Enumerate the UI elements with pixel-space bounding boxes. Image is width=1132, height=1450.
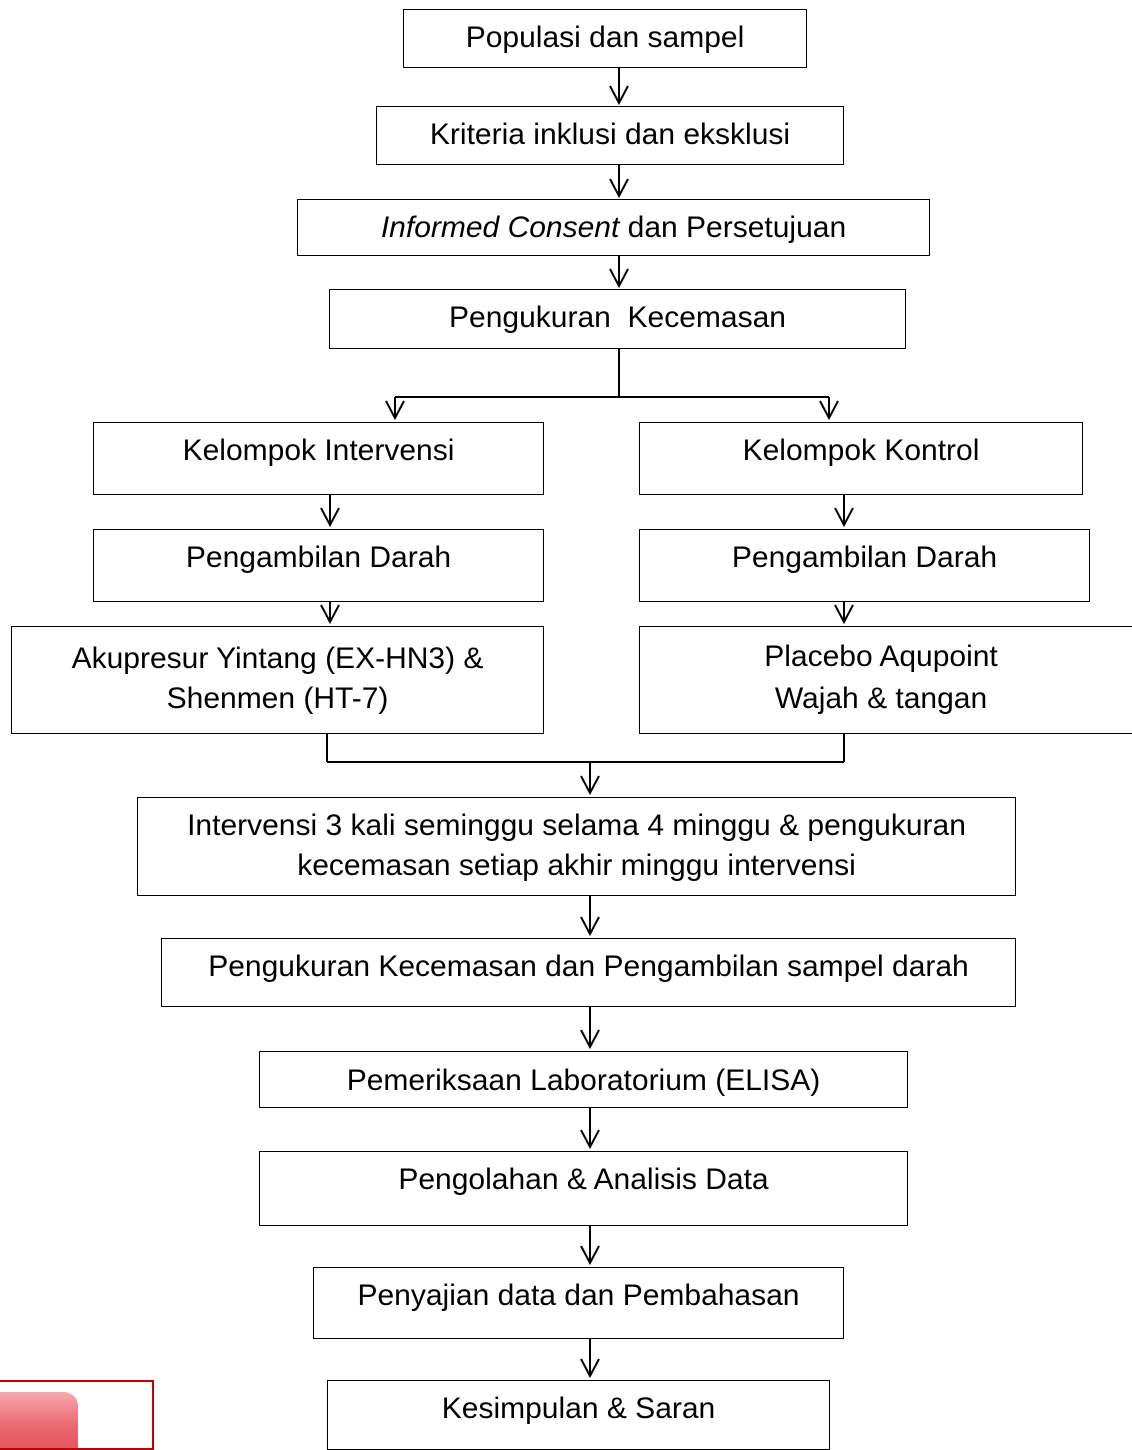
- arrow-head: [580, 916, 600, 937]
- box-darah-kontrol: Pengambilan Darah: [639, 529, 1090, 602]
- box-pengukuran-awal: Pengukuran Kecemasan: [329, 289, 906, 349]
- box-placebo: Placebo Aqupoint Wajah & tangan: [639, 626, 1132, 734]
- text-populasi: Populasi dan sampel: [465, 21, 745, 54]
- arrow-head: [834, 507, 854, 528]
- arrow-head: [385, 400, 405, 421]
- box-darah-intervensi: Pengambilan Darah: [93, 529, 544, 602]
- text-informed-italic: Informed Consent: [380, 211, 620, 244]
- red-object-shape: [0, 1392, 78, 1448]
- arrow-head: [580, 1129, 600, 1150]
- box-kriteria: Kriteria inklusi dan eksklusi: [376, 106, 844, 165]
- arrow-head: [609, 178, 629, 199]
- box-informed-consent: Informed Consent dan Persetujuan: [297, 199, 930, 256]
- embedded-red-object: [0, 1380, 154, 1450]
- text-kelompok-kontrol: Kelompok Kontrol: [742, 434, 980, 467]
- arrow-head: [819, 400, 839, 421]
- arrow-head: [580, 1245, 600, 1266]
- text-kriteria: Kriteria inklusi dan eksklusi: [429, 118, 791, 151]
- box-kelompok-intervensi: Kelompok Intervensi: [93, 422, 544, 495]
- box-populasi: Populasi dan sampel: [403, 9, 807, 68]
- text-placebo-line1: Placebo Aqupoint: [764, 640, 998, 673]
- box-laboratorium: Pemeriksaan Laboratorium (ELISA): [259, 1051, 908, 1108]
- text-akupresur-line2: Shenmen (HT-7): [166, 682, 389, 715]
- arrow-head: [609, 268, 629, 289]
- text-schedule-line2: kecemasan setiap akhir minggu intervensi: [297, 849, 856, 882]
- text-pengukuran-akhir: Pengukuran Kecemasan dan Pengambilan sam…: [208, 950, 969, 983]
- text-laboratorium: Pemeriksaan Laboratorium (ELISA): [346, 1064, 821, 1097]
- text-darah-intervensi: Pengambilan Darah: [185, 541, 452, 574]
- text-penyajian: Penyajian data dan Pembahasan: [357, 1279, 800, 1312]
- arrow-head: [834, 604, 854, 625]
- text-kesimpulan: Kesimpulan & Saran: [441, 1392, 716, 1425]
- arrow-head: [609, 85, 629, 106]
- arrow-head: [580, 775, 600, 796]
- box-pengukuran-akhir: Pengukuran Kecemasan dan Pengambilan sam…: [161, 938, 1016, 1007]
- arrow-head: [580, 1358, 600, 1379]
- text-schedule-line1: Intervensi 3 kali seminggu selama 4 ming…: [187, 809, 966, 842]
- text-akupresur-line1: Akupresur Yintang (EX-HN3) &: [71, 642, 484, 675]
- box-akupresur: Akupresur Yintang (EX-HN3) & Shenmen (HT…: [11, 626, 544, 734]
- text-kelompok-intervensi: Kelompok Intervensi: [182, 434, 455, 467]
- informed-consent-line: Informed Consent dan Persetujuan: [298, 208, 929, 248]
- box-intervensi-schedule: Intervensi 3 kali seminggu selama 4 ming…: [137, 797, 1016, 896]
- text-placebo-line2: Wajah & tangan: [774, 682, 988, 715]
- arrow-head: [320, 507, 340, 528]
- box-kesimpulan: Kesimpulan & Saran: [327, 1380, 830, 1450]
- text-darah-kontrol: Pengambilan Darah: [731, 541, 998, 574]
- box-penyajian: Penyajian data dan Pembahasan: [313, 1267, 844, 1339]
- box-kelompok-kontrol: Kelompok Kontrol: [639, 422, 1083, 495]
- text-analisis: Pengolahan & Analisis Data: [398, 1163, 769, 1196]
- arrow-head: [320, 604, 340, 625]
- arrow-head: [580, 1029, 600, 1050]
- text-pengukuran-awal: Pengukuran Kecemasan: [449, 301, 786, 334]
- box-analisis: Pengolahan & Analisis Data: [259, 1151, 908, 1226]
- text-informed-rest: dan Persetujuan: [619, 211, 847, 244]
